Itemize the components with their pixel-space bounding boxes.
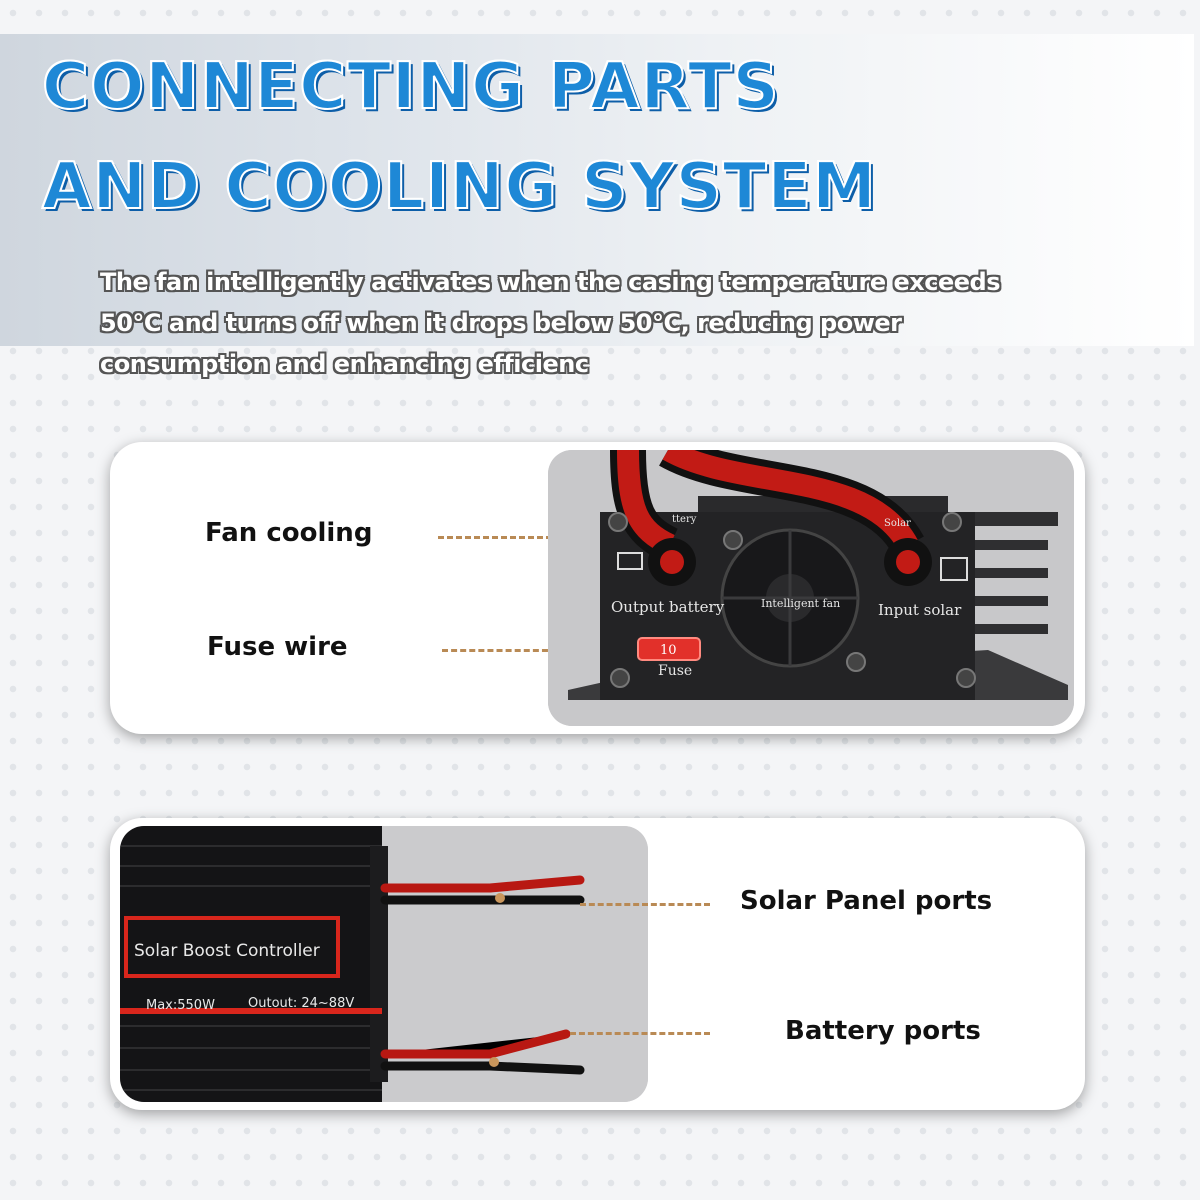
max-power-label: Max:550W — [146, 998, 215, 1013]
fan-end-photo: ttery Solar Output battery Intelligent f… — [548, 450, 1074, 726]
battery-leader-line — [570, 1032, 710, 1035]
solar-top-label: Solar — [884, 518, 911, 529]
fuse-wire-label: Fuse wire — [207, 632, 348, 662]
page-title-line1: CONNECTING PARTS — [41, 49, 780, 125]
solar-leader-line — [580, 903, 710, 906]
solar-panel-ports-label: Solar Panel ports — [740, 886, 993, 916]
input-solar-photo-label: Input solar — [878, 601, 962, 619]
fuse-rating-label: 10 — [660, 643, 677, 658]
cooling-panel-card: Fan cooling Fuse wire — [110, 442, 1085, 734]
battery-top-label: ttery — [672, 514, 697, 525]
fan-cooling-label: Fan cooling — [205, 518, 373, 548]
battery-ports-label: Battery ports — [785, 1016, 981, 1046]
intelligent-fan-photo-label: Intelligent fan — [761, 597, 840, 610]
fuse-photo-label: Fuse — [658, 663, 692, 679]
feature-description: The fan intelligently activates when the… — [100, 268, 1001, 378]
controller-photo: Solar Boost Controller Max:550W Outout: … — [120, 826, 648, 1102]
ports-panel-card: Solar Boost Controller Max:550W Outout: … — [110, 818, 1085, 1110]
product-name-label: Solar Boost Controller — [134, 941, 320, 961]
output-battery-photo-label: Output battery — [611, 598, 725, 616]
page-title-line2: AND COOLING SYSTEM — [41, 149, 877, 225]
output-voltage-label: Outout: 24~88V — [248, 996, 354, 1011]
header-band — [0, 34, 1194, 346]
